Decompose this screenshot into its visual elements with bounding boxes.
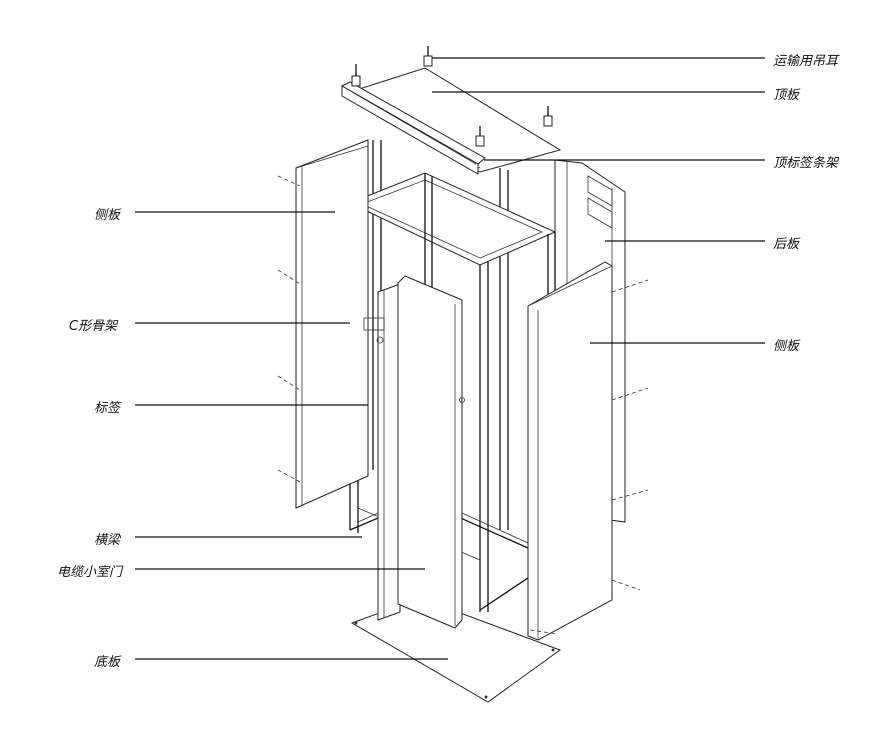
label-rear-panel: 后板 <box>773 237 800 252</box>
transport-lug-shapes <box>351 46 553 147</box>
label-cable-door: 电缆小室门 <box>57 565 123 580</box>
right-side-panel-shape <box>527 261 649 641</box>
leader-lines <box>135 57 765 660</box>
cable-door-shape <box>363 283 401 621</box>
label-bottom-panel: 底板 <box>94 655 121 670</box>
label-side-panel-left: 侧板 <box>94 208 121 223</box>
label-c-frame: C形骨架 <box>69 319 118 334</box>
label-label: 标签 <box>94 401 121 416</box>
left-side-panel-shape <box>277 139 369 509</box>
label-side-panel-right: 侧板 <box>773 339 800 354</box>
top-label-bracket-shape <box>340 81 486 175</box>
front-panel-shape <box>397 275 465 629</box>
label-top-panel: 顶板 <box>773 88 800 103</box>
label-crossbeam: 横梁 <box>94 533 121 548</box>
label-transport-lug: 运输用吊耳 <box>773 54 839 69</box>
label-top-label-bracket: 顶标签条架 <box>773 156 839 171</box>
